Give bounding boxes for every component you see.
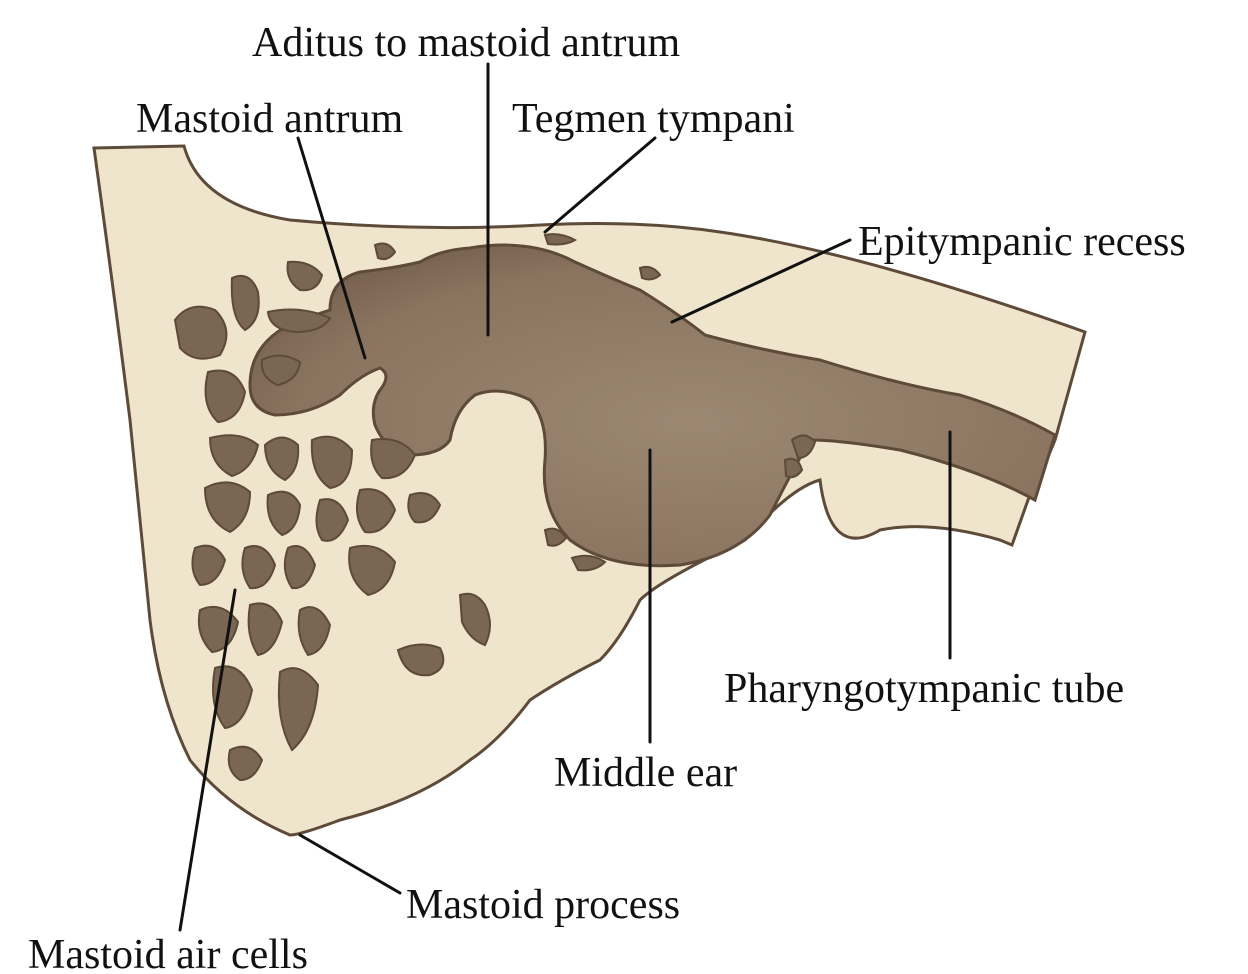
label-mastoid-air-cells: Mastoid air cells bbox=[28, 934, 308, 974]
air-cell bbox=[175, 307, 226, 359]
label-pharyngotympanic-tube: Pharyngotympanic tube bbox=[724, 668, 1124, 710]
label-tegmen-tympani: Tegmen tympani bbox=[512, 98, 795, 140]
leader-line-tegmen bbox=[545, 138, 655, 232]
label-epitympanic-recess: Epitympanic recess bbox=[858, 221, 1186, 263]
label-middle-ear: Middle ear bbox=[554, 752, 737, 794]
leader-line-mastoid-process bbox=[300, 835, 400, 893]
label-aditus-to-mastoid-antrum: Aditus to mastoid antrum bbox=[252, 22, 680, 64]
label-mastoid-process: Mastoid process bbox=[406, 884, 680, 926]
label-mastoid-antrum: Mastoid antrum bbox=[136, 98, 403, 140]
